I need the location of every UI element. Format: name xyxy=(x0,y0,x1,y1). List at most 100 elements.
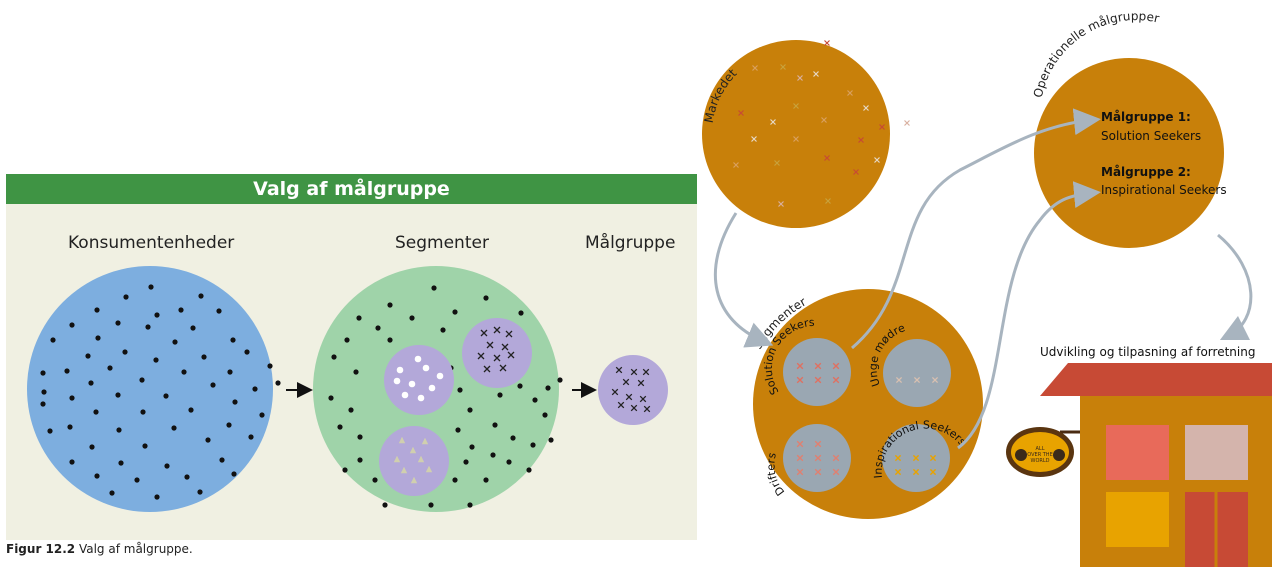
dot-mark xyxy=(163,393,169,399)
cross-mark xyxy=(796,376,804,384)
cross-mark xyxy=(493,354,501,362)
dot-mark xyxy=(372,477,378,483)
operationelle-circle xyxy=(1034,58,1224,248)
cross-mark xyxy=(752,65,758,71)
cross-mark xyxy=(733,162,739,168)
dot-mark xyxy=(164,463,170,469)
dot-mark xyxy=(64,368,70,374)
shop-title: Udvikling og tilpasning af forretning xyxy=(1040,345,1255,359)
cross-mark xyxy=(507,351,515,359)
dot-mark xyxy=(107,365,113,371)
cross-mark xyxy=(770,119,776,125)
arrow-operational-to-shop xyxy=(1217,233,1253,341)
cross-mark xyxy=(611,388,619,396)
cross-mark xyxy=(793,136,799,142)
triangle-mark xyxy=(421,437,429,445)
cross-mark xyxy=(486,341,494,349)
shop-window-yellow xyxy=(1106,492,1169,547)
figure-caption: Figur 12.2 Valg af målgruppe. xyxy=(6,542,193,556)
dot-mark xyxy=(198,293,204,299)
dot-mark xyxy=(467,502,473,508)
cross-mark xyxy=(796,440,804,448)
arrow-solution-to-group1 xyxy=(851,108,1101,350)
cross-mark xyxy=(780,64,786,70)
dot-mark xyxy=(428,384,436,392)
dot-mark xyxy=(356,315,362,321)
cross-mark xyxy=(738,110,744,116)
cross-mark xyxy=(832,468,840,476)
dot-mark xyxy=(469,444,475,450)
cross-mark xyxy=(879,124,885,130)
segment-cross-marks xyxy=(477,326,515,373)
dot-mark xyxy=(387,337,393,343)
dot-mark xyxy=(408,380,416,388)
dot-mark xyxy=(40,370,46,376)
dot-mark xyxy=(348,407,354,413)
dot-mark xyxy=(123,294,129,300)
group2-title: Målgruppe 2: xyxy=(1101,165,1191,179)
segment-drifters xyxy=(783,424,851,492)
dot-mark xyxy=(490,452,496,458)
cross-mark xyxy=(929,454,937,462)
cross-mark xyxy=(847,90,853,96)
consumer-units-circle xyxy=(27,266,273,512)
cross-mark xyxy=(912,468,920,476)
cross-mark xyxy=(814,454,822,462)
cross-mark xyxy=(480,329,488,337)
dot-mark xyxy=(109,490,115,496)
triangle-mark xyxy=(410,476,418,484)
group1-name: Solution Seekers xyxy=(1101,129,1201,143)
dot-mark xyxy=(344,337,350,343)
cross-mark xyxy=(824,155,830,161)
segment-triangles xyxy=(379,426,449,496)
dot-mark xyxy=(252,386,258,392)
cross-mark xyxy=(825,198,831,204)
segment-white-dots xyxy=(384,345,454,415)
caption-text: Valg af målgruppe. xyxy=(75,542,193,556)
dot-mark xyxy=(134,477,140,483)
dot-mark xyxy=(463,459,469,465)
dot-mark xyxy=(267,363,273,369)
cross-mark xyxy=(796,362,804,370)
dot-mark xyxy=(216,308,222,314)
dot-mark xyxy=(557,377,563,383)
dot-mark xyxy=(230,337,236,343)
sign-line-3: WORLD xyxy=(1031,458,1050,464)
dot-mark xyxy=(231,471,237,477)
cross-mark xyxy=(853,169,859,175)
label-malgruppe: Målgruppe xyxy=(585,233,676,253)
dot-mark xyxy=(452,477,458,483)
dot-mark xyxy=(94,473,100,479)
dot-mark xyxy=(69,322,75,328)
dot-mark xyxy=(148,284,154,290)
cross-mark xyxy=(874,157,880,163)
dot-mark xyxy=(375,325,381,331)
cross-mark xyxy=(643,405,651,413)
cross-mark xyxy=(639,395,647,403)
cross-mark xyxy=(642,368,650,376)
cross-mark xyxy=(499,364,507,372)
dot-mark xyxy=(506,459,512,465)
dot-mark xyxy=(497,392,503,398)
dot-mark xyxy=(201,354,207,360)
market-cross-marks xyxy=(733,40,910,207)
triangle-mark xyxy=(409,446,417,454)
dot-mark xyxy=(428,502,434,508)
dot-mark xyxy=(414,355,422,363)
dot-mark xyxy=(396,366,404,374)
dot-mark xyxy=(85,353,91,359)
cross-mark xyxy=(814,362,822,370)
dot-mark xyxy=(116,427,122,433)
shop-window-red xyxy=(1106,425,1169,480)
dot-mark xyxy=(190,325,196,331)
dot-mark xyxy=(210,382,216,388)
dot-mark xyxy=(275,380,281,386)
dot-mark xyxy=(526,467,532,473)
triangle-mark xyxy=(400,466,408,474)
triangle-mark xyxy=(425,465,433,473)
dot-mark xyxy=(483,477,489,483)
cross-mark xyxy=(483,365,491,373)
dot-mark xyxy=(94,307,100,313)
dot-mark xyxy=(50,337,56,343)
segment-unge-modre xyxy=(883,339,951,407)
